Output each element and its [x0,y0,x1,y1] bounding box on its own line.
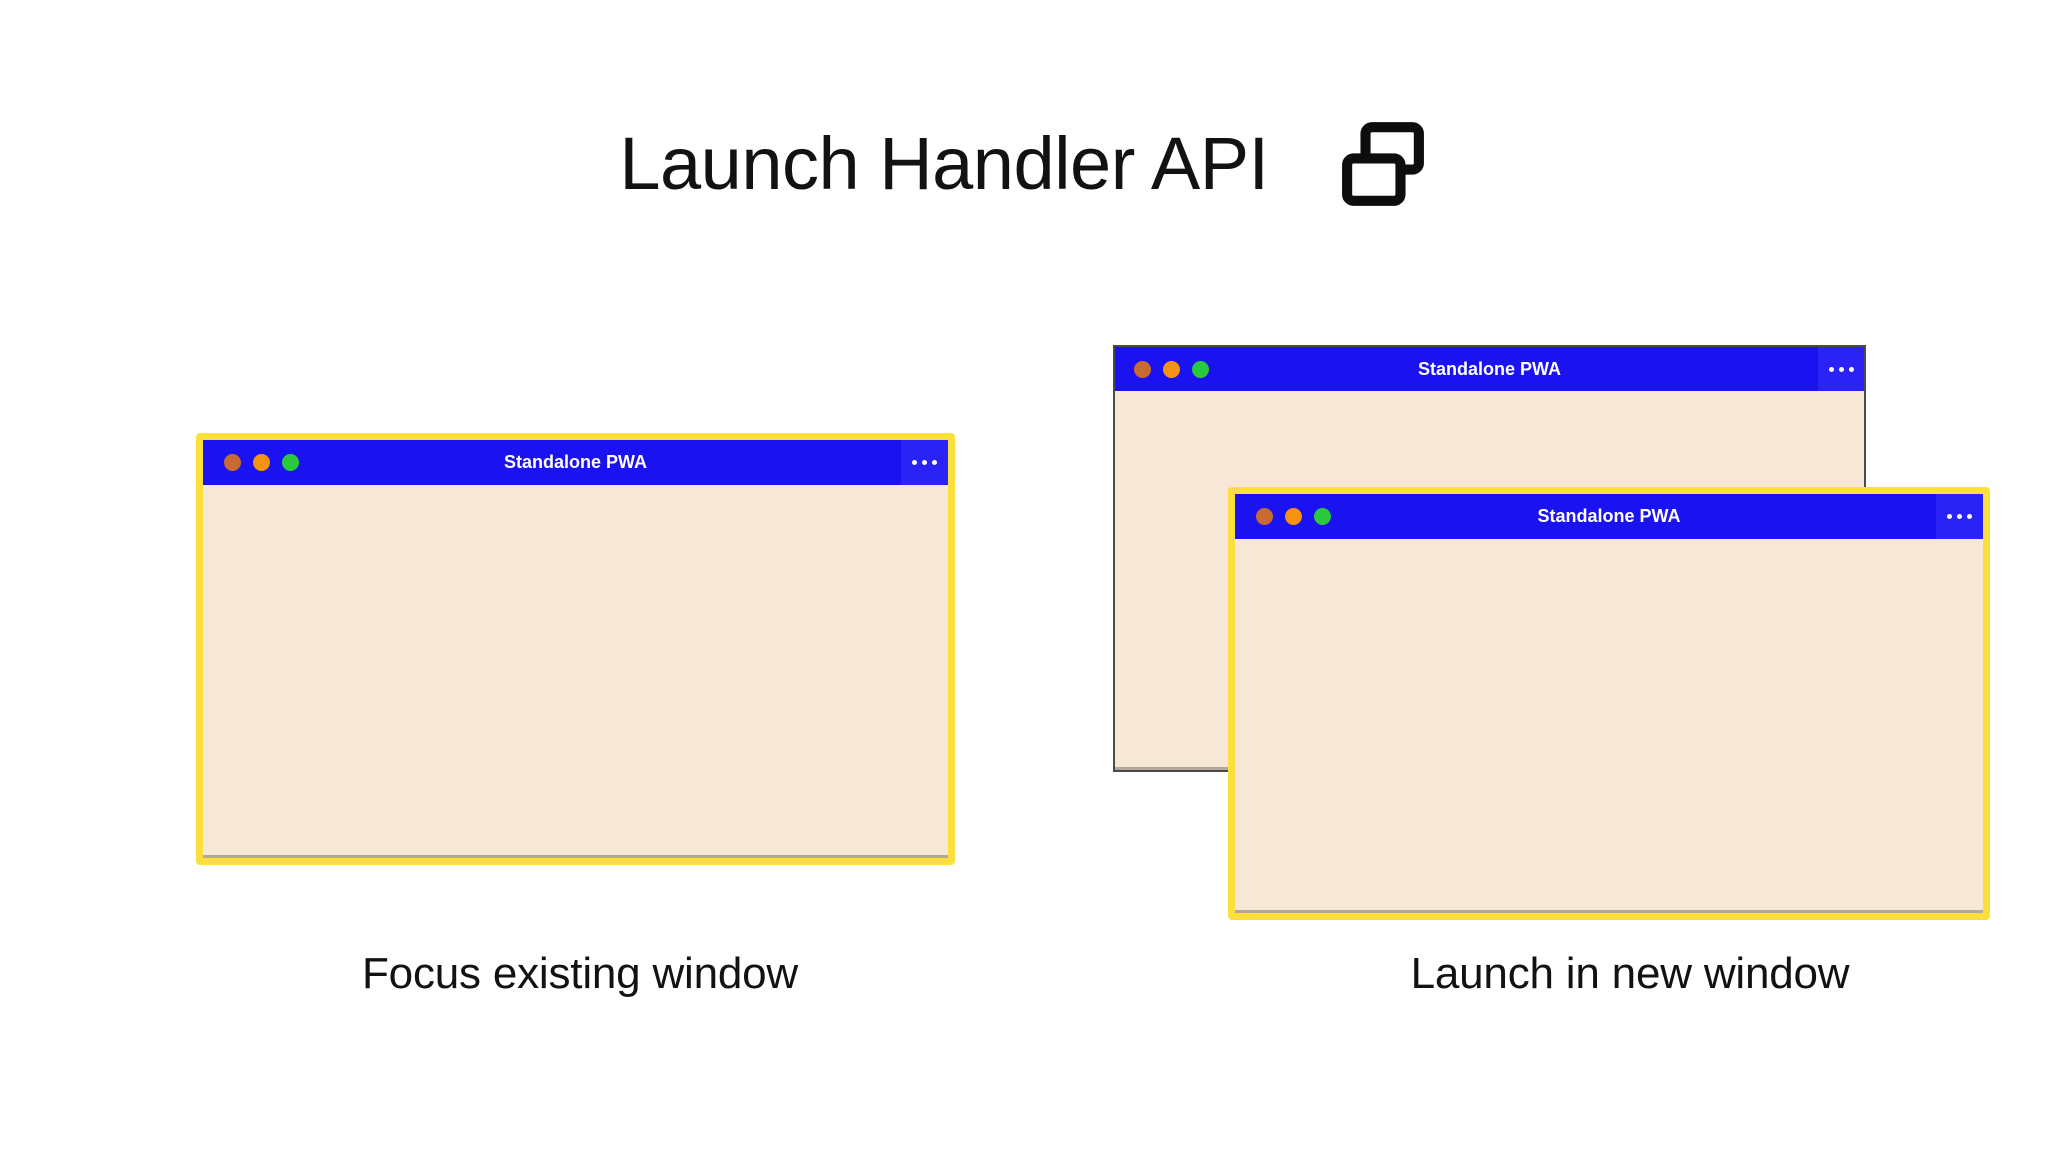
ellipsis-dot-icon [1848,366,1854,372]
ellipsis-dot-icon [1967,514,1972,519]
ellipsis-dot-icon [1838,366,1844,372]
window-inner: Standalone PWA [1235,494,1983,913]
minimize-dot-icon[interactable] [253,454,270,471]
ellipsis-dot-icon [912,460,917,465]
minimize-dot-icon[interactable] [1163,360,1180,378]
traffic-light-controls[interactable] [1134,360,1209,378]
ellipsis-dot-icon [922,460,927,465]
window-menu-button[interactable] [901,440,948,485]
traffic-light-controls[interactable] [1256,508,1331,525]
close-dot-icon[interactable] [1134,360,1151,378]
caption-focus-existing-window: Focus existing window [362,949,798,998]
ellipsis-dot-icon [1947,514,1952,519]
window-titlebar[interactable]: Standalone PWA [203,440,948,485]
pwa-window-new-foreground[interactable]: Standalone PWA [1228,487,1990,920]
window-title: Standalone PWA [1417,358,1561,379]
window-titlebar[interactable]: Standalone PWA [1235,494,1983,539]
window-menu-button[interactable] [1936,494,1983,539]
maximize-dot-icon[interactable] [1314,508,1331,525]
minimize-dot-icon[interactable] [1285,508,1302,525]
window-content-area [1235,539,1983,913]
close-dot-icon[interactable] [224,454,241,471]
window-menu-button[interactable] [1818,347,1864,391]
header: Launch Handler API [0,118,2048,210]
window-title: Standalone PWA [1537,506,1681,526]
page-title: Launch Handler API [619,122,1269,205]
ellipsis-dot-icon [1957,514,1962,519]
window-content-area [203,485,948,858]
window-title: Standalone PWA [503,452,647,472]
caption-launch-in-new-window: Launch in new window [1410,949,1850,998]
maximize-dot-icon[interactable] [1192,360,1209,378]
window-titlebar[interactable]: Standalone PWA [1115,347,1864,391]
multi-window-icon [1341,122,1424,206]
close-dot-icon[interactable] [1256,508,1273,525]
ellipsis-dot-icon [932,460,937,465]
window-inner: Standalone PWA [203,440,948,858]
traffic-light-controls[interactable] [224,454,299,471]
maximize-dot-icon[interactable] [282,454,299,471]
pwa-window-focus-existing[interactable]: Standalone PWA [196,433,955,865]
ellipsis-dot-icon [1828,366,1834,372]
